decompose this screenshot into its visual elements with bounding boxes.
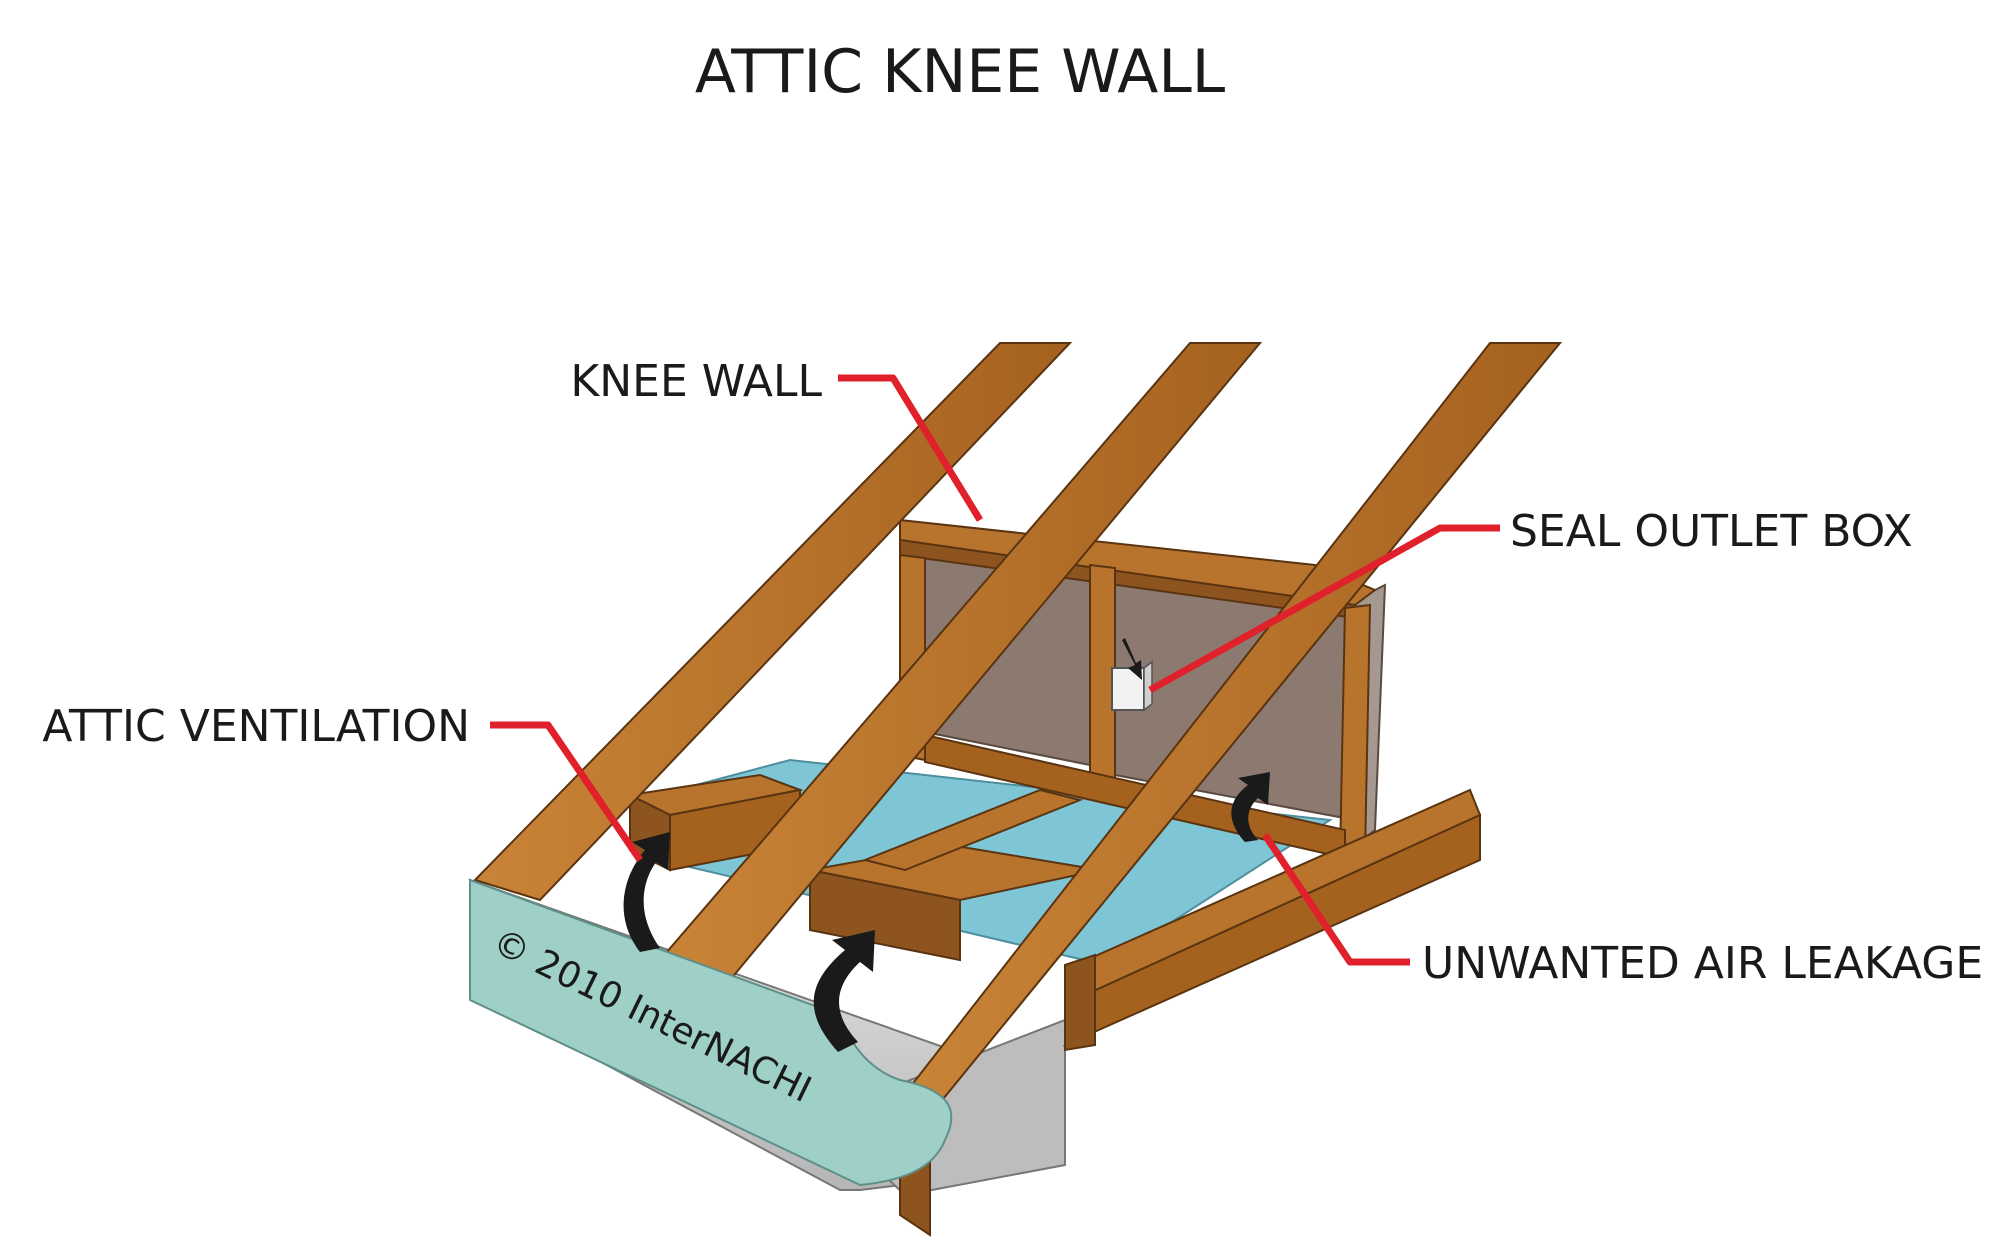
knee-wall-label: KNEE WALL [570, 356, 822, 407]
attic-ventilation-leader [490, 721, 643, 862]
ventilation-arrow-center [813, 930, 875, 1052]
diagram-title: ATTIC KNEE WALL [695, 37, 1226, 107]
fascia-board [469, 878, 953, 1187]
outlet-box-side [1143, 660, 1153, 712]
attic-ventilation-label: ATTIC VENTILATION [42, 701, 470, 752]
knee-wall-leader [838, 374, 983, 522]
unwanted-air-leakage-label: UNWANTED AIR LEAKAGE [1422, 938, 1983, 989]
rim-joist-end [1064, 953, 1096, 1052]
knee-wall-stud-right [1338, 603, 1372, 860]
rafter-left [473, 342, 1073, 902]
unwanted-air-leakage-leader [1262, 833, 1410, 966]
air-leakage-arrow [1231, 772, 1270, 842]
seal-outlet-box-label: SEAL OUTLET BOX [1510, 506, 1913, 557]
floor-joist-diagonal [861, 788, 1084, 872]
ventilation-arrow-left [623, 832, 670, 952]
outlet-air-arrow [1122, 638, 1142, 680]
seal-outlet-box-leader [1148, 524, 1500, 694]
